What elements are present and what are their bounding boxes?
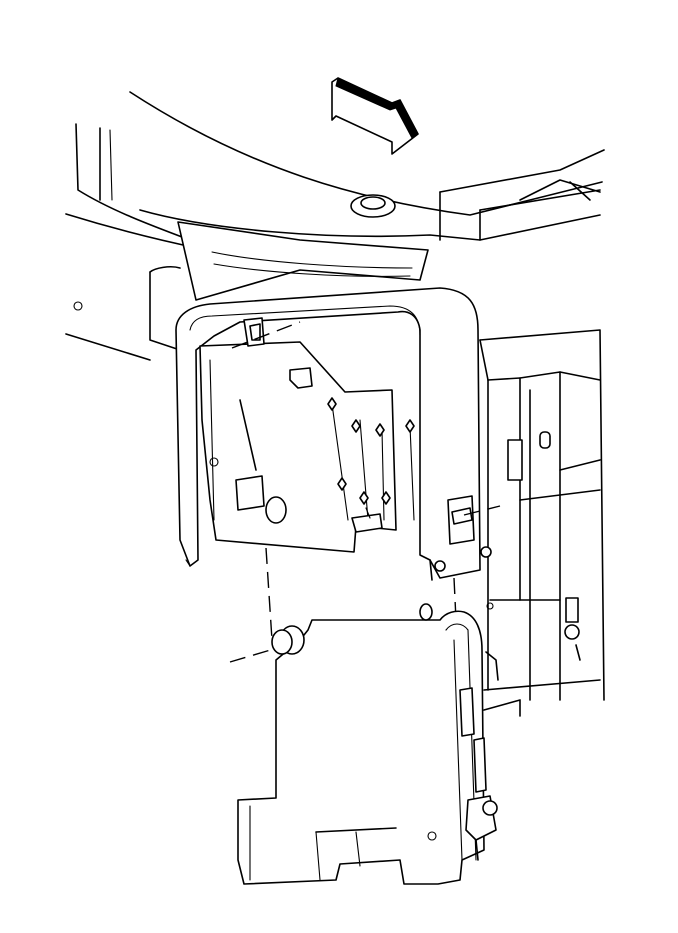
lower-module-bracket [237, 610, 498, 885]
upper-frame-rail [65, 91, 605, 269]
grommet-icon [350, 194, 396, 218]
side-frame-structure [479, 329, 605, 717]
wiring-pins [327, 397, 415, 533]
splash-shield-bracket [175, 287, 481, 579]
bracket-connector [429, 495, 492, 581]
direction-arrow-icon [331, 77, 419, 155]
mounting-pins [271, 603, 499, 681]
radiator-support [65, 221, 429, 361]
module-housing [199, 317, 397, 553]
